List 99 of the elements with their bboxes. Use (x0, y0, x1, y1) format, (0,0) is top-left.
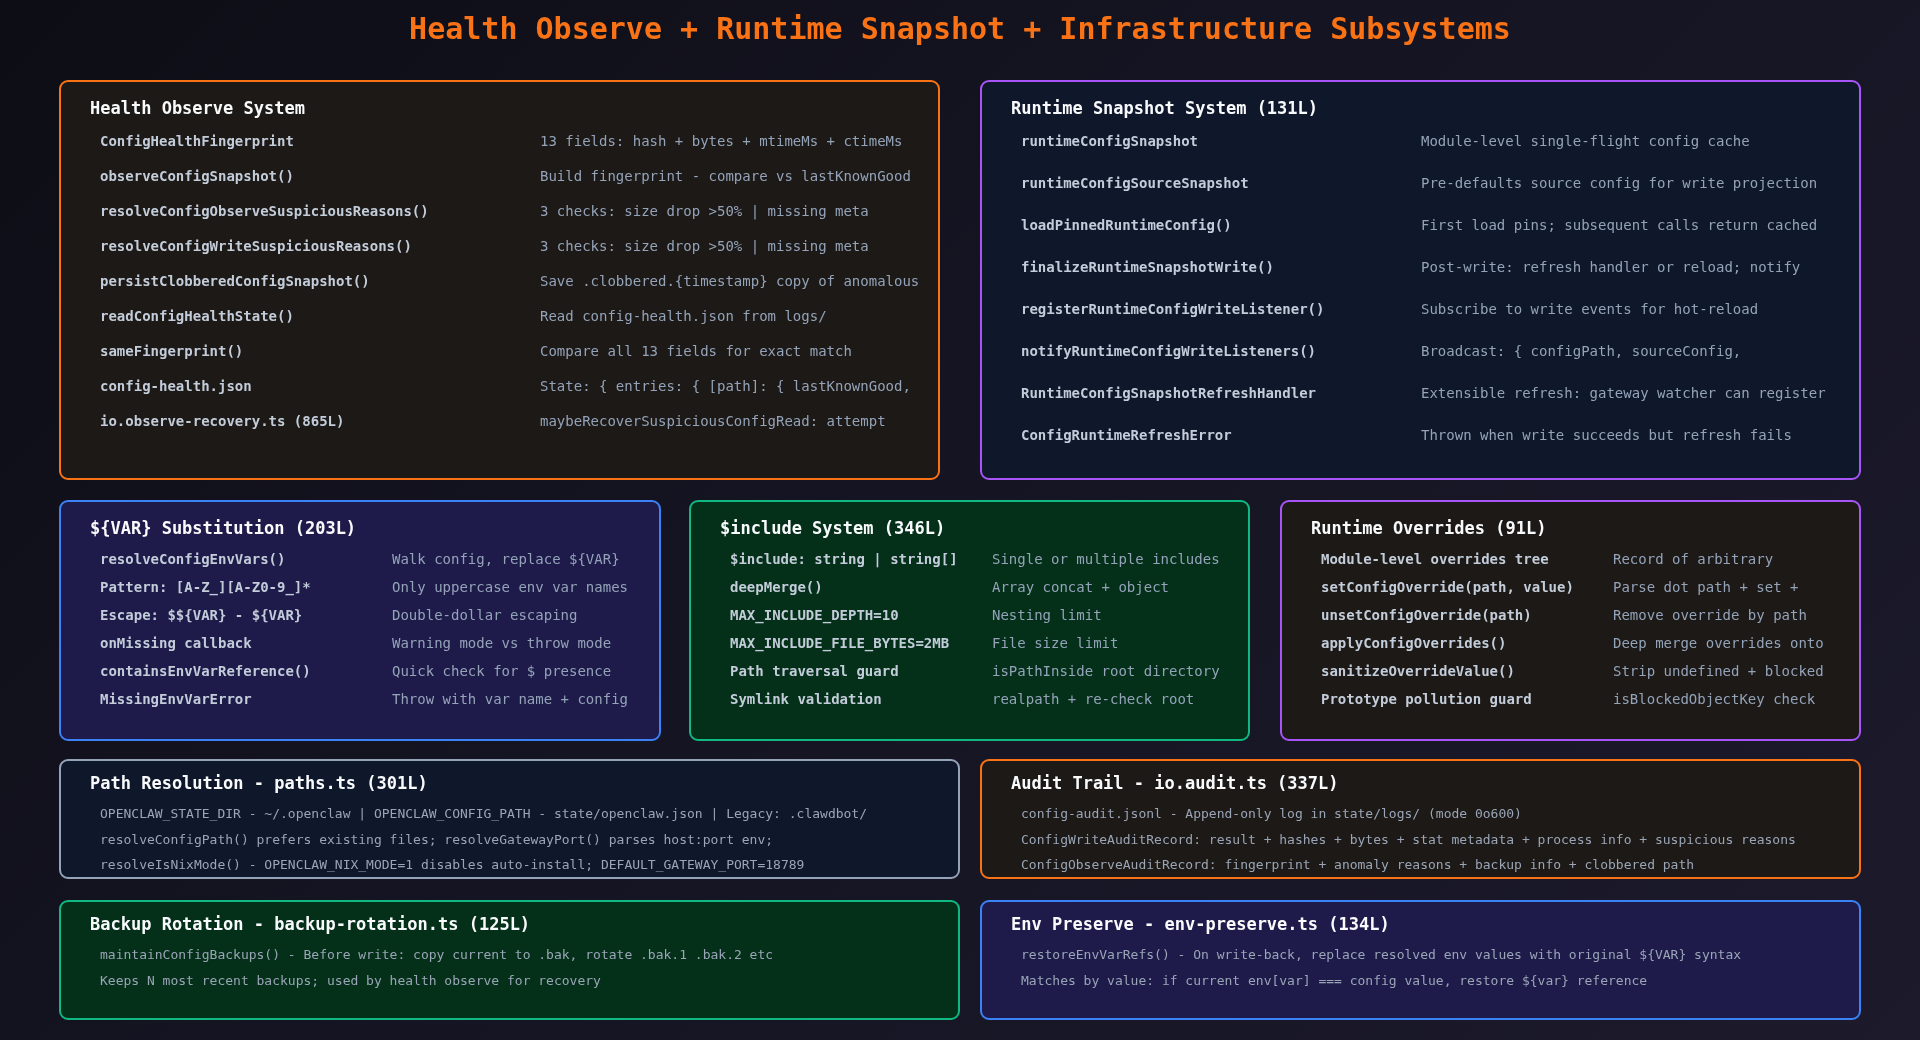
entry-description: Subscribe to write events for hot-reload (1421, 300, 1759, 317)
panel-heading: Runtime Snapshot System (131L) (1011, 96, 1319, 119)
entry-description: Nesting limit (992, 606, 1102, 623)
entry-description: Pre-defaults source config for write projection (1421, 174, 1818, 191)
entry-description: realpath + re-check root (992, 690, 1195, 707)
entry-key: Prototype pollution guard (1321, 690, 1532, 707)
entry-description: Build fingerprint - compare vs lastKnownGood (540, 167, 911, 184)
entry-description: Quick check for $ presence (392, 662, 612, 679)
entry-key: resolveConfigObserveSuspiciousReasons() (100, 202, 429, 219)
entry-key: persistClobberedConfigSnapshot() (100, 272, 370, 289)
entry-key: Module-level overrides tree (1321, 550, 1549, 567)
subsystem-panel (980, 80, 1861, 480)
entry-description: Walk config, replace ${VAR} (392, 550, 620, 567)
entry-key: Pattern: [A-Z_][A-Z0-9_]* (100, 578, 311, 595)
entry-description: Compare all 13 fields for exact match (540, 342, 852, 359)
entry-key: unsetConfigOverride(path) (1321, 606, 1532, 623)
entry-description: 13 fields: hash + bytes + mtimeMs + ctimeMs (540, 132, 903, 149)
description-line: config-audit.jsonl - Append-only log in state/logs/ (mode 0o600) (1021, 806, 1522, 821)
entry-description: Thrown when write succeeds but refresh fails (1421, 426, 1792, 443)
entry-key: Symlink validation (730, 690, 882, 707)
description-line: ConfigWriteAuditRecord: result + hashes + bytes + stat metadata + process info + suspicious reasons (1021, 831, 1796, 847)
panel-heading: Health Observe System (90, 96, 305, 119)
panel-heading: Audit Trail - io.audit.ts (337L) (1011, 771, 1339, 794)
entry-key: MissingEnvVarError (100, 690, 252, 707)
subsystem-panel (59, 80, 940, 480)
entry-key: runtimeConfigSourceSnapshot (1021, 174, 1249, 191)
panel-heading: ${VAR} Substitution (203L) (90, 516, 357, 539)
entry-description: First load pins; subsequent calls return cached (1421, 216, 1818, 233)
subsystem-panel (689, 500, 1250, 741)
description-line: Keeps N most recent backups; used by health observe for recovery (100, 972, 601, 988)
entry-key: registerRuntimeConfigWriteListener() (1021, 300, 1325, 317)
entry-description: Single or multiple includes (992, 550, 1220, 567)
panel-heading: $include System (346L) (720, 516, 946, 539)
entry-description: Strip undefined + blocked (1613, 662, 1824, 679)
description-line: maintainConfigBackups() - Before write: copy current to .bak, rotate .bak.1 .bak.2 etc (100, 947, 774, 962)
entry-description: Remove override by path (1613, 606, 1807, 623)
entry-description: Broadcast: { configPath, sourceConfig, (1421, 342, 1742, 359)
panel-heading: Path Resolution - paths.ts (301L) (90, 771, 428, 794)
entry-description: Post-write: refresh handler or reload; notify (1421, 258, 1801, 275)
entry-description: Array concat + object (992, 578, 1169, 595)
entry-key: notifyRuntimeConfigWriteListeners() (1021, 342, 1316, 359)
entry-description: 3 checks: size drop >50% | missing meta (540, 237, 869, 254)
entry-key: resolveConfigEnvVars() (100, 550, 286, 567)
entry-key: ConfigHealthFingerprint (100, 132, 294, 149)
entry-description: Read config-health.json from logs/ (540, 307, 827, 324)
subsystem-panel (980, 759, 1861, 879)
description-line: Matches by value: if current env[var] === config value, restore ${var} reference (1021, 972, 1648, 988)
entry-key: deepMerge() (730, 578, 823, 595)
entry-key: io.observe-recovery.ts (865L) (100, 412, 345, 429)
entry-key: finalizeRuntimeSnapshotWrite() (1021, 258, 1274, 275)
panel-heading: Runtime Overrides (91L) (1311, 516, 1547, 539)
entry-description: isBlockedObjectKey check (1613, 690, 1816, 707)
entry-key: sanitizeOverrideValue() (1321, 662, 1515, 679)
description-line: restoreEnvVarRefs() - On write-back, replace resolved env values with original ${VAR} syntax (1021, 947, 1742, 962)
entry-key: RuntimeConfigSnapshotRefreshHandler (1021, 384, 1316, 401)
subsystem-panel (1280, 500, 1861, 741)
panel-heading: Env Preserve - env-preserve.ts (134L) (1011, 912, 1390, 935)
description-line: resolveIsNixMode() - OPENCLAW_NIX_MODE=1 disables auto-install; DEFAULT_GATEWAY_PORT=18789 (100, 857, 805, 872)
entry-description: State: { entries: { [path]: { lastKnownGood, (540, 377, 911, 394)
entry-key: setConfigOverride(path, value) (1321, 578, 1574, 595)
entry-key: MAX_INCLUDE_DEPTH=10 (730, 606, 899, 623)
entry-description: isPathInside root directory (992, 662, 1220, 679)
subsystem-panel (59, 759, 960, 879)
entry-key: $include: string | string[] (730, 550, 958, 567)
entry-description: Save .clobbered.{timestamp} copy of anomalous (540, 272, 920, 289)
entry-key: loadPinnedRuntimeConfig() (1021, 216, 1232, 233)
subsystem-panel (980, 900, 1861, 1020)
entry-description: Module-level single-flight config cache (1421, 132, 1750, 149)
entry-key: Path traversal guard (730, 662, 899, 679)
description-line: OPENCLAW_STATE_DIR - ~/.openclaw | OPENCLAW_CONFIG_PATH - state/openclaw.json | Legacy: .clawdbot/ (100, 806, 867, 821)
entry-description: Only uppercase env var names (392, 578, 628, 595)
entry-description: 3 checks: size drop >50% | missing meta (540, 202, 869, 219)
entry-description: Extensible refresh: gateway watcher can register (1421, 384, 1826, 401)
entry-description: Double-dollar escaping (392, 606, 578, 623)
entry-key: resolveConfigWriteSuspiciousReasons() (100, 237, 412, 254)
entry-key: Escape: $${VAR} - ${VAR} (100, 606, 303, 623)
entry-key: readConfigHealthState() (100, 307, 294, 324)
entry-description: Throw with var name + config (392, 690, 628, 707)
entry-description: Record of arbitrary (1613, 550, 1774, 567)
description-line: ConfigObserveAuditRecord: fingerprint + anomaly reasons + backup info + clobbered path (1021, 857, 1695, 872)
subsystem-panel (59, 500, 661, 741)
entry-description: File size limit (992, 634, 1119, 651)
panel-heading: Backup Rotation - backup-rotation.ts (125L) (90, 912, 531, 935)
entry-key: sameFingerprint() (100, 342, 244, 359)
entry-description: Parse dot path + set + (1613, 578, 1799, 595)
diagram-title: Health Observe + Runtime Snapshot + Infrastructure Subsystems (409, 10, 1511, 48)
entry-key: applyConfigOverrides() (1321, 634, 1507, 651)
entry-key: observeConfigSnapshot() (100, 167, 294, 184)
entry-key: config-health.json (100, 377, 252, 394)
entry-key: runtimeConfigSnapshot (1021, 132, 1198, 149)
entry-description: Warning mode vs throw mode (392, 634, 612, 651)
entry-key: containsEnvVarReference() (100, 662, 311, 679)
entry-key: onMissing callback (100, 634, 252, 651)
subsystem-panel (59, 900, 960, 1020)
description-line: resolveConfigPath() prefers existing files; resolveGatewayPort() parses host:port env; (100, 831, 774, 847)
entry-description: maybeRecoverSuspiciousConfigRead: attempt (540, 412, 886, 429)
entry-key: ConfigRuntimeRefreshError (1021, 426, 1232, 443)
entry-description: Deep merge overrides onto (1613, 634, 1824, 651)
entry-key: MAX_INCLUDE_FILE_BYTES=2MB (730, 634, 950, 651)
